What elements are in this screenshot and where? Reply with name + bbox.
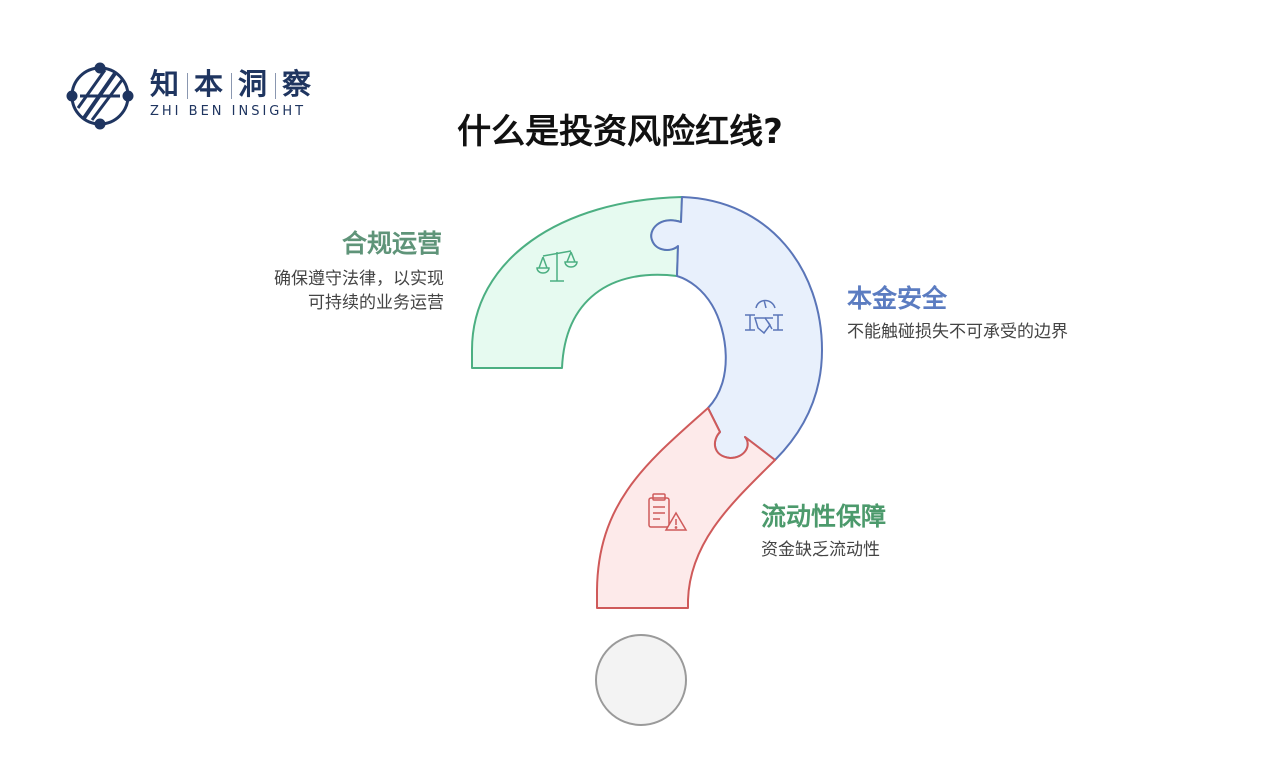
logo-char: 察: [282, 67, 314, 101]
logo: 知本洞察 ZHI BEN INSIGHT: [150, 66, 313, 119]
logo-emblem-icon: [66, 62, 134, 130]
segment-liquidity-shape: [596, 407, 776, 609]
logo-name-en: ZHI BEN INSIGHT: [150, 104, 307, 119]
segment-principal-shape: [650, 196, 823, 461]
scales-icon: [536, 250, 578, 282]
logo-name-cn: 知本洞察: [150, 66, 313, 102]
principal-heading: 本金安全: [847, 284, 948, 313]
clipboard-warning-icon: [648, 493, 688, 531]
description-line: 可持续的业务运营: [308, 293, 444, 313]
liquidity-description: 资金缺乏流动性: [761, 540, 880, 560]
principal-description: 不能触碰损失不可承受的边界: [847, 322, 1068, 342]
compliance-heading: 合规运营: [341, 229, 442, 258]
logo-char: 本: [194, 67, 226, 101]
compliance-description: 确保遵守法律，以实现 可持续的业务运营: [274, 267, 444, 315]
logo-char: 洞: [238, 67, 270, 101]
liquidity-heading: 流动性保障: [761, 502, 887, 531]
question-dot: [595, 634, 687, 726]
description-line: 确保遵守法律，以实现: [274, 269, 444, 289]
page-title: 什么是投资风险红线?: [457, 112, 783, 152]
logo-char: 知: [150, 67, 182, 101]
segment-compliance-shape: [471, 196, 683, 369]
handshake-icon: [745, 299, 783, 335]
